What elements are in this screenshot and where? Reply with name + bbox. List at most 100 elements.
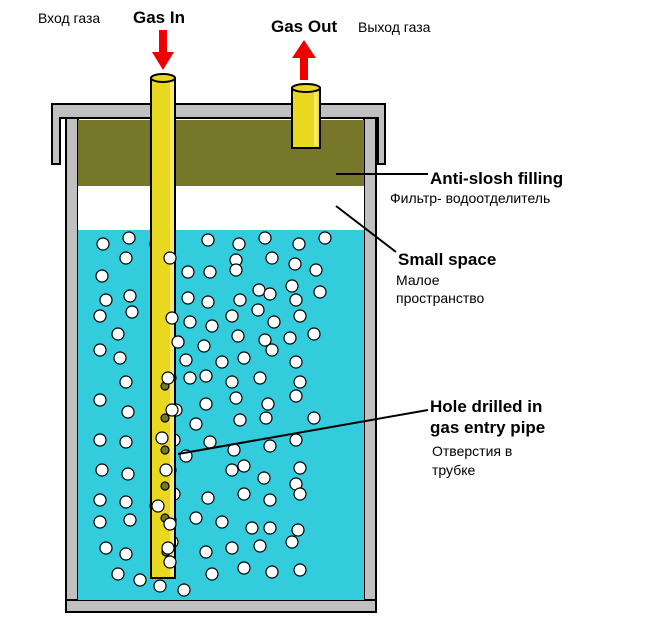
bubble — [288, 257, 302, 271]
bubble — [229, 391, 243, 405]
bubble — [203, 265, 217, 279]
bubble — [258, 333, 272, 347]
bubble — [201, 491, 215, 505]
bubble — [289, 389, 303, 403]
bubble — [119, 251, 133, 265]
bubble — [99, 541, 113, 555]
bubble — [119, 547, 133, 561]
bubble — [119, 495, 133, 509]
bubble — [253, 539, 267, 553]
bubble — [307, 411, 321, 425]
bubble — [309, 263, 323, 277]
bubble — [283, 331, 297, 345]
bubble — [225, 541, 239, 555]
bubble — [285, 279, 299, 293]
pipe-holes — [151, 251, 185, 569]
bubble — [318, 231, 332, 245]
bubble — [201, 295, 215, 309]
bubble — [121, 405, 135, 419]
bubble — [253, 371, 267, 385]
bubble — [292, 237, 306, 251]
arrow-down-icon — [152, 30, 174, 70]
bubble — [231, 329, 245, 343]
hole-label-ru-2: трубке — [432, 462, 475, 478]
bubble — [205, 319, 219, 333]
hole-label-en-1: Hole drilled in — [430, 397, 542, 416]
bubble — [237, 351, 251, 365]
bubble — [232, 237, 246, 251]
bubble — [96, 237, 110, 251]
bubble — [265, 565, 279, 579]
bubble — [163, 251, 177, 265]
bubble — [263, 287, 277, 301]
bubble — [215, 515, 229, 529]
bubble — [179, 353, 193, 367]
bubble — [183, 371, 197, 385]
bubble — [111, 327, 125, 341]
bubble — [161, 371, 175, 385]
bubble — [245, 521, 259, 535]
bubble — [93, 493, 107, 507]
bubble — [93, 343, 107, 357]
bubble — [199, 369, 213, 383]
gas-in-label-en: Gas In — [133, 8, 185, 27]
bubble — [252, 283, 266, 297]
bubble — [265, 251, 279, 265]
bubble — [251, 303, 265, 317]
bubble — [119, 435, 133, 449]
bubble — [293, 309, 307, 323]
bubble — [189, 511, 203, 525]
bubble — [293, 487, 307, 501]
bubble — [199, 397, 213, 411]
bubble — [155, 431, 169, 445]
bubble — [267, 315, 281, 329]
bubble — [161, 541, 175, 555]
bubble — [183, 315, 197, 329]
gas-out-label-ru: Выход газа — [358, 19, 431, 35]
bubble — [133, 573, 147, 587]
bubble — [259, 411, 273, 425]
gas-in-label-ru: Вход газа — [38, 10, 100, 26]
bubble — [93, 433, 107, 447]
pipe-hole — [160, 481, 170, 491]
bubble — [119, 375, 133, 389]
arrow-up-icon — [292, 40, 316, 80]
bubble — [159, 463, 173, 477]
bubble — [291, 523, 305, 537]
bubble — [181, 291, 195, 305]
pipe-hole — [160, 445, 170, 455]
bubble — [233, 413, 247, 427]
bubble — [165, 403, 179, 417]
small-space-label-en: Small space — [398, 250, 496, 269]
bubble — [93, 309, 107, 323]
bubble — [121, 467, 135, 481]
gas-entry-pipe — [150, 73, 176, 579]
bubble — [163, 555, 177, 569]
bubble — [163, 517, 177, 531]
bubble — [201, 233, 215, 247]
bubble — [93, 515, 107, 529]
bubble — [237, 561, 251, 575]
bubble — [95, 269, 109, 283]
bubble — [289, 355, 303, 369]
bubble — [181, 265, 195, 279]
bubble — [263, 439, 277, 453]
bubble — [289, 433, 303, 447]
bubble — [263, 521, 277, 535]
bubble — [205, 567, 219, 581]
small-space — [78, 186, 364, 230]
bubble — [293, 563, 307, 577]
bubble — [93, 393, 107, 407]
bubble — [199, 545, 213, 559]
bubble — [215, 355, 229, 369]
bubble — [285, 535, 299, 549]
bubble — [261, 397, 275, 411]
bubble — [203, 435, 217, 449]
bubble — [307, 327, 321, 341]
bubble — [229, 263, 243, 277]
bubble — [225, 309, 239, 323]
vessel — [51, 103, 386, 613]
bubble — [197, 339, 211, 353]
bubble — [237, 487, 251, 501]
